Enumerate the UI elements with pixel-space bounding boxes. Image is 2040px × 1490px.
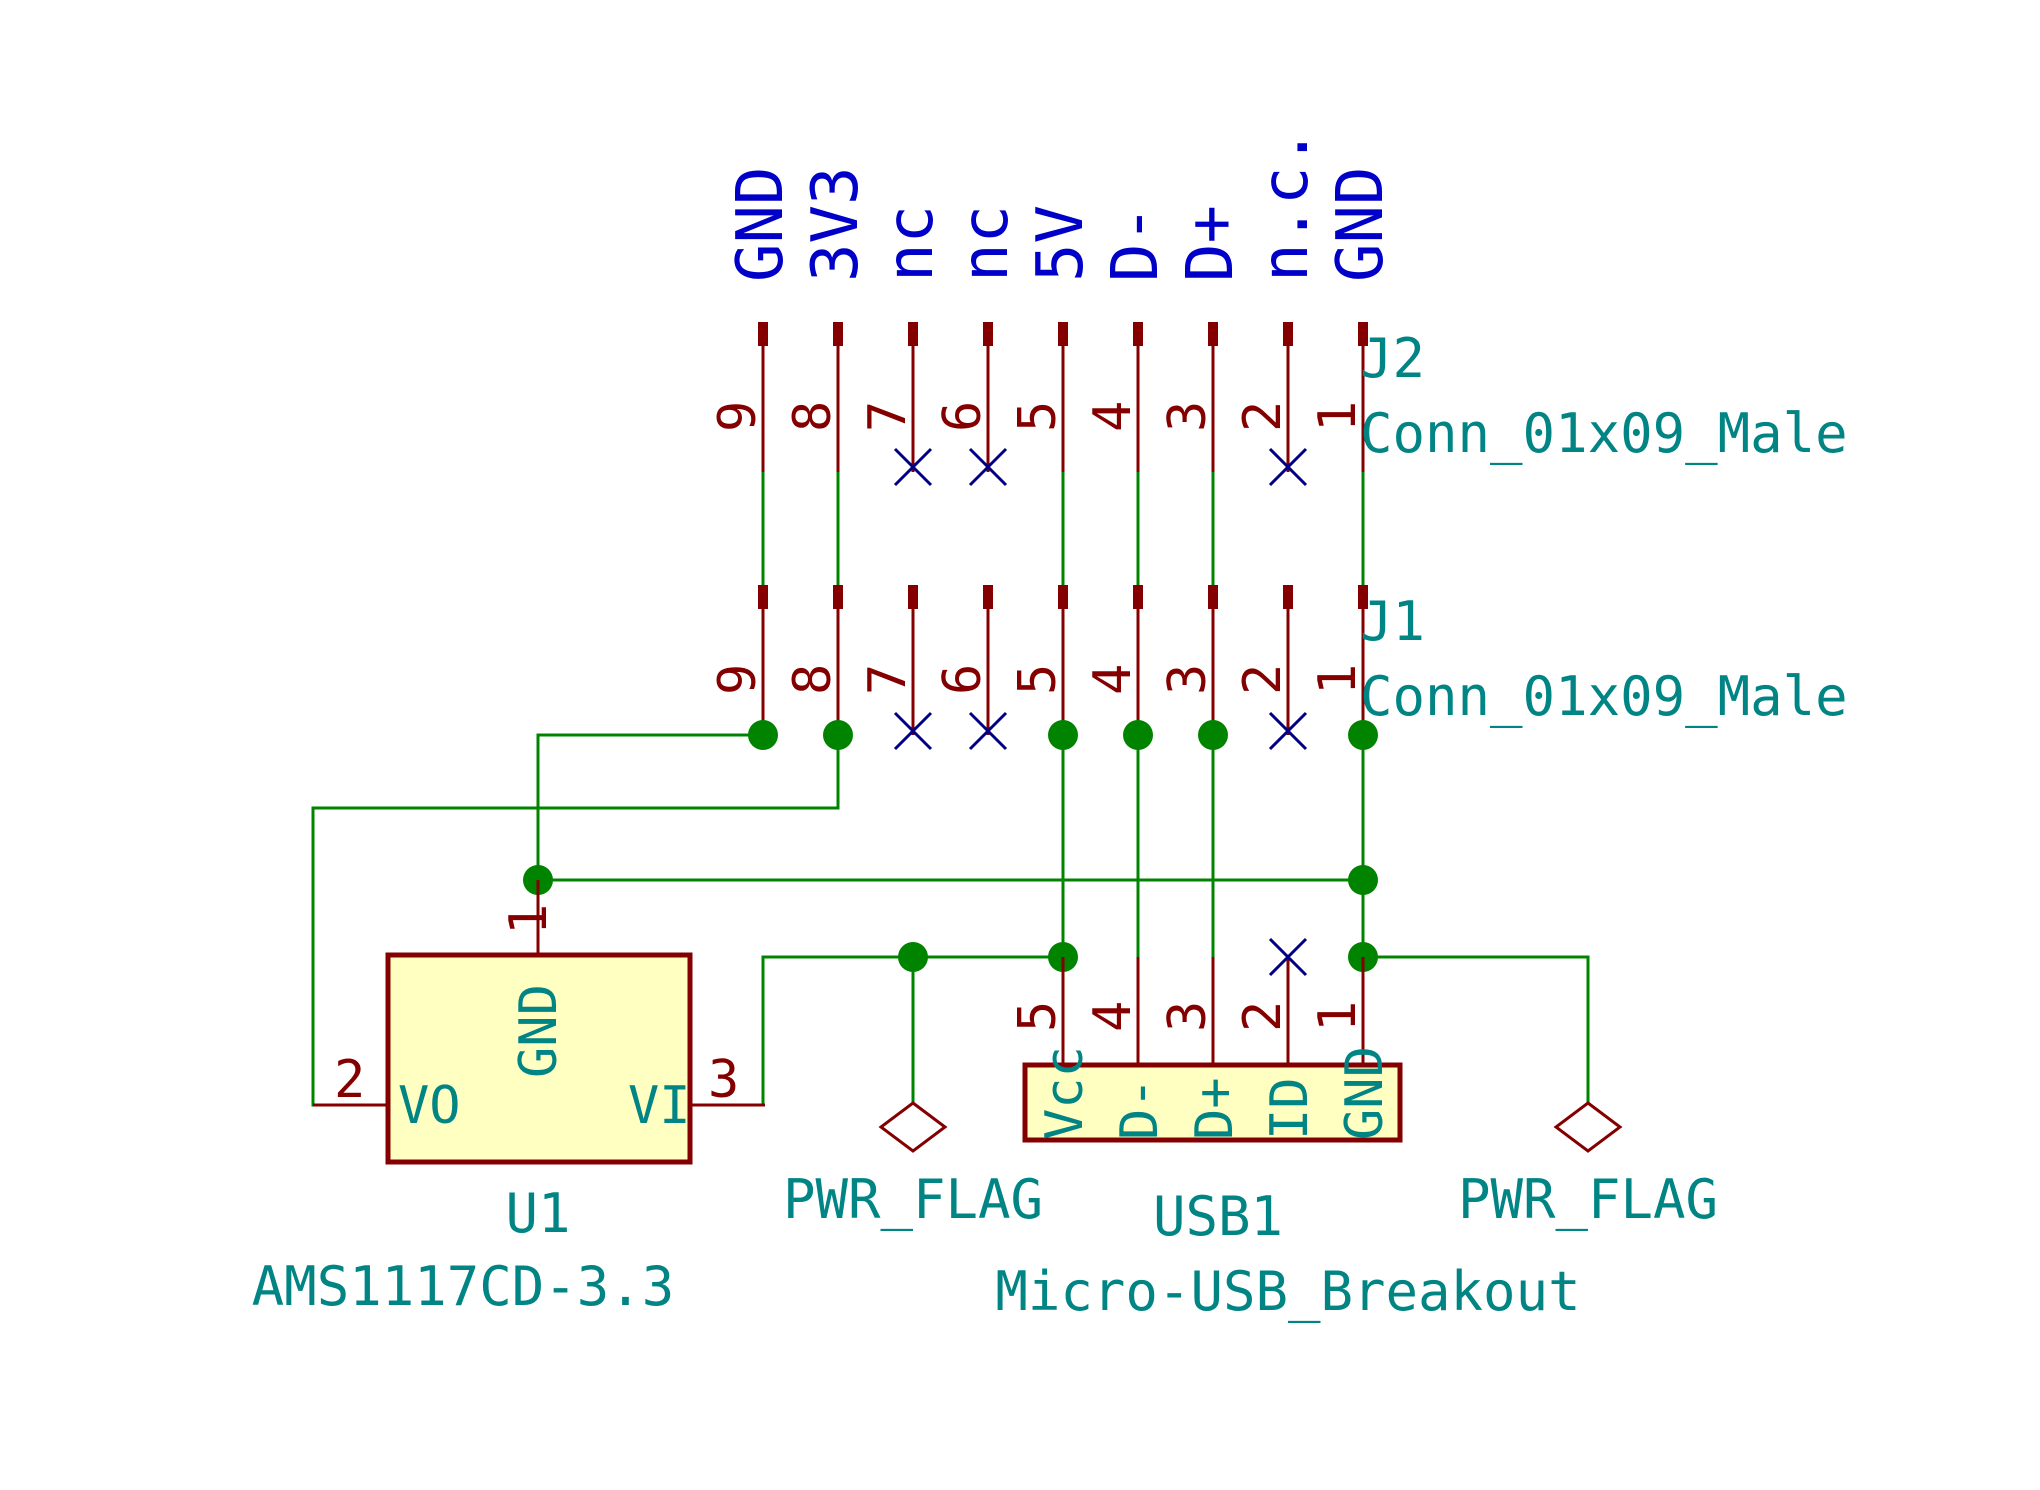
j2-pin-number: 3 bbox=[1158, 401, 1218, 432]
net-label-gnd-pin1: GND bbox=[1324, 166, 1398, 282]
u1-value: AMS1117CD-3.3 bbox=[252, 1255, 675, 1318]
j1-no-connect-markers bbox=[893, 711, 1308, 751]
j2-pins bbox=[758, 322, 1368, 472]
pwr-flag-right[interactable]: PWR_FLAG bbox=[1458, 1101, 1718, 1231]
pwr-flag-diamond bbox=[878, 1101, 948, 1153]
j1-pin-number: 2 bbox=[1233, 664, 1293, 695]
j1-pin-number: 1 bbox=[1308, 664, 1368, 695]
net-label-nc-pin7: nc bbox=[874, 205, 948, 282]
u1-gnd-pin-name: GND bbox=[509, 984, 569, 1078]
net-label-nc-pin6: nc bbox=[949, 205, 1023, 282]
net-label-d-minus: D- bbox=[1099, 205, 1173, 282]
u1-gnd-pin-number: 1 bbox=[499, 904, 559, 935]
j1-pins bbox=[758, 585, 1368, 735]
j2-pin-number: 7 bbox=[858, 401, 918, 432]
usb1-pin-name: D- bbox=[1110, 1077, 1170, 1140]
usb1-pin-number: 4 bbox=[1083, 1001, 1143, 1032]
junction-dot bbox=[1198, 720, 1228, 750]
usb1-id-no-connect bbox=[1268, 937, 1308, 977]
usb1-pin-number: 1 bbox=[1308, 1001, 1368, 1032]
u1-vo-pin-name: VO bbox=[398, 1076, 461, 1136]
j2-pin-number: 4 bbox=[1083, 401, 1143, 432]
net-labels: GND 3V3 nc nc 5V D- D+ n.c. GND bbox=[724, 128, 1398, 282]
pwr-flag-left[interactable]: PWR_FLAG bbox=[783, 1101, 1043, 1231]
j1-pin-number: 4 bbox=[1083, 664, 1143, 695]
net-label-d-plus: D+ bbox=[1174, 205, 1248, 282]
junction-dot bbox=[1123, 720, 1153, 750]
usb1-pin-name: GND bbox=[1335, 1046, 1395, 1140]
u1-reference: U1 bbox=[505, 1182, 570, 1245]
j2-pin-number: 9 bbox=[708, 401, 768, 432]
net-label-gnd-pin9: GND bbox=[724, 166, 798, 282]
junction-dot bbox=[1348, 720, 1378, 750]
u1-body bbox=[385, 952, 693, 1165]
u1-vo-pin-number: 2 bbox=[334, 1050, 365, 1110]
connector-j1[interactable]: 9 8 7 6 5 4 3 2 1 J1 Conn_01x09_Male bbox=[708, 585, 1848, 751]
net-label-5v: 5V bbox=[1024, 205, 1098, 282]
usb1-pin-number: 2 bbox=[1233, 1001, 1293, 1032]
usb1-pin-number: 3 bbox=[1158, 1001, 1218, 1032]
junctions bbox=[523, 720, 1378, 972]
connector-j2[interactable]: 9 8 7 6 5 4 3 2 1 J2 Conn_01x09_Male bbox=[708, 322, 1848, 487]
u1-vi-pin-name: VI bbox=[628, 1076, 691, 1136]
j1-reference: J1 bbox=[1360, 590, 1425, 653]
usb1-body bbox=[1022, 1062, 1403, 1143]
junction-dot bbox=[823, 720, 853, 750]
j2-pin-number: 8 bbox=[783, 401, 843, 432]
j1-pin-number: 5 bbox=[1008, 664, 1068, 695]
j2-no-connect-markers bbox=[893, 447, 1308, 487]
j2-pin-number: 2 bbox=[1233, 401, 1293, 432]
regulator-u1[interactable]: 1 2 3 GND VO VI U1 AMS1117CD-3.3 bbox=[252, 880, 765, 1318]
usb1-pin-number: 5 bbox=[1008, 1001, 1068, 1032]
junction-dot bbox=[1348, 865, 1378, 895]
usb1-pin-name: D+ bbox=[1185, 1077, 1245, 1140]
j1-pin-number: 7 bbox=[858, 664, 918, 695]
j1-pin-number: 6 bbox=[933, 664, 993, 695]
j1-pin-number: 8 bbox=[783, 664, 843, 695]
u1-vi-pin-number: 3 bbox=[708, 1050, 739, 1110]
j2-pin-numbers: 9 8 7 6 5 4 3 2 1 bbox=[708, 401, 1368, 432]
j1-value: Conn_01x09_Male bbox=[1360, 665, 1848, 728]
usb-breakout-usb1[interactable]: 5 4 3 2 1 Vcc D- D+ ID GND USB1 Micro-US… bbox=[995, 937, 1581, 1323]
usb1-pin-name: Vcc bbox=[1035, 1046, 1095, 1140]
j2-pin-number: 1 bbox=[1308, 401, 1368, 432]
usb1-value: Micro-USB_Breakout bbox=[995, 1260, 1580, 1323]
j2-pin-number: 6 bbox=[933, 401, 993, 432]
j1-pin-number: 9 bbox=[708, 664, 768, 695]
j1-pin-numbers: 9 8 7 6 5 4 3 2 1 bbox=[708, 664, 1368, 695]
pwr-flag-diamond bbox=[1553, 1101, 1623, 1153]
j2-pin-number: 5 bbox=[1008, 401, 1068, 432]
usb1-reference: USB1 bbox=[1153, 1185, 1283, 1248]
net-label-3v3: 3V3 bbox=[799, 166, 873, 282]
net-label-n-c: n.c. bbox=[1249, 128, 1323, 282]
usb1-pin-name: ID bbox=[1260, 1077, 1320, 1140]
pwr-flag-right-label: PWR_FLAG bbox=[1458, 1168, 1718, 1231]
junction-dot bbox=[748, 720, 778, 750]
junction-dot bbox=[1048, 720, 1078, 750]
j2-value: Conn_01x09_Male bbox=[1360, 402, 1848, 465]
j1-pin-number: 3 bbox=[1158, 664, 1218, 695]
junction-dot bbox=[898, 942, 928, 972]
j2-reference: J2 bbox=[1360, 327, 1425, 390]
wire-pwr-flag-right bbox=[1363, 955, 1590, 1103]
pwr-flag-left-label: PWR_FLAG bbox=[783, 1168, 1043, 1231]
wire-gnd-left bbox=[536, 733, 763, 955]
